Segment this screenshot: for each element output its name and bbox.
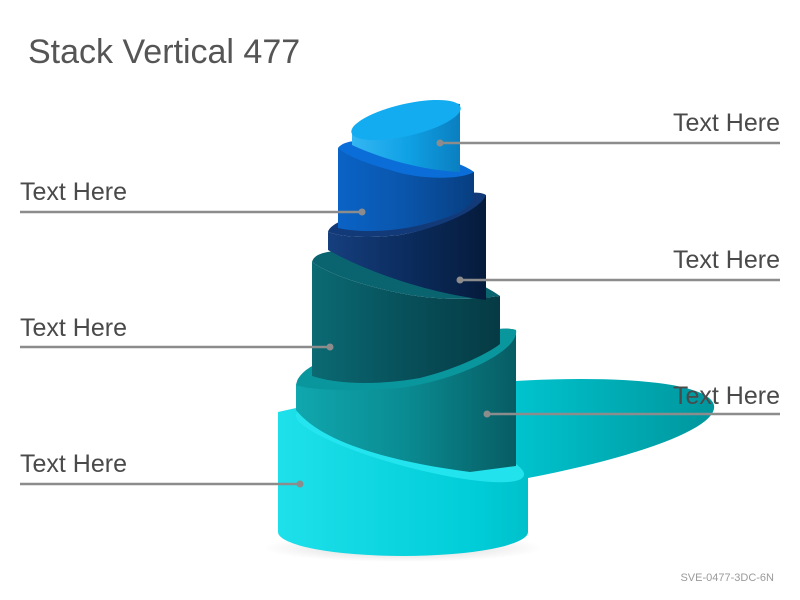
tier-1 (351, 99, 461, 172)
slide-code: SVE-0477-3DC-6N (680, 572, 774, 584)
connector-dot (296, 480, 304, 488)
label-left-3: Text Here (20, 450, 127, 478)
connector-dot (326, 343, 334, 351)
connectors (20, 141, 780, 486)
label-left-1: Text Here (20, 178, 127, 206)
connector-dot (358, 208, 366, 216)
page-title: Stack Vertical 477 (28, 33, 301, 71)
label-left-2: Text Here (20, 314, 127, 342)
connector-dot (456, 276, 464, 284)
label-right-2: Text Here (673, 246, 780, 274)
connector-dots (296, 139, 491, 488)
connector-dot (483, 410, 491, 418)
label-right-1: Text Here (673, 109, 780, 137)
label-right-3: Text Here (673, 382, 780, 410)
connector-dot (436, 139, 444, 147)
